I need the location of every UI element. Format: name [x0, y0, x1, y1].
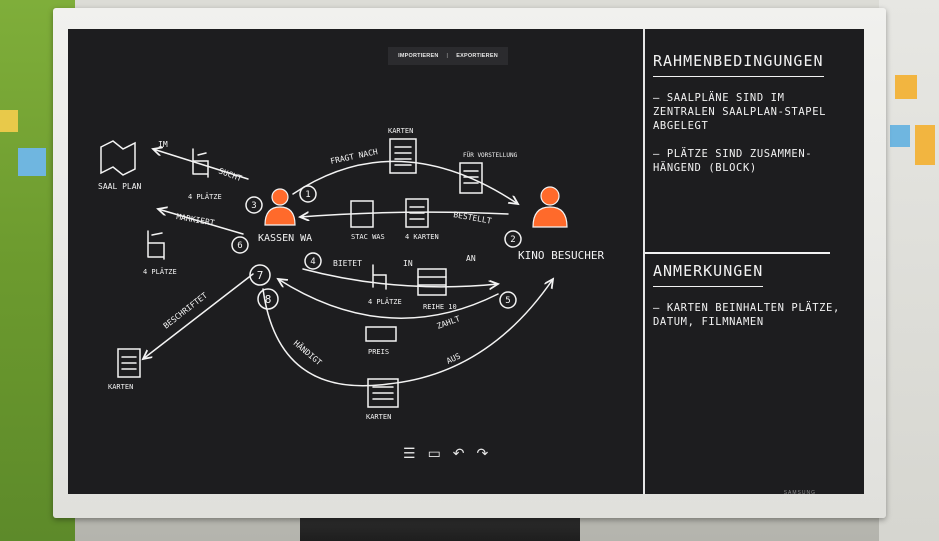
sticky-note-right-3 — [915, 125, 935, 165]
export-button[interactable]: EXPORTIEREN — [456, 53, 498, 59]
seating-plan-label: SAAL PLAN — [98, 182, 142, 191]
display-bezel: IMPORTIEREN | EXPORTIEREN — [53, 8, 886, 518]
step-8-circle — [257, 288, 279, 310]
tickets-bottom-label: KARTEN — [366, 413, 391, 421]
tickets-4-label: 4 KARTEN — [405, 233, 439, 241]
section-divider — [645, 252, 830, 254]
edge-pay-label: ZAHLT — [436, 314, 462, 331]
conditions-heading: RAHMENBEDINGUNGEN — [653, 52, 824, 77]
tickets-top-label: KARTEN — [388, 127, 413, 135]
cashier-label: KASSEN WA — [258, 233, 312, 244]
step-5-circle — [499, 291, 517, 309]
cashier-avatar — [264, 188, 296, 226]
sticky-note-yellow — [0, 110, 18, 132]
note-1: – KARTEN BEINHALTEN PLÄTZE, DATUM, FILMN… — [653, 302, 840, 328]
edge-mark-arrow — [158, 209, 244, 235]
chair-left-label: 4 PLÄTZE — [143, 267, 177, 276]
ticket-icon — [405, 198, 429, 228]
step-7-circle — [249, 264, 271, 286]
word-an: AN — [466, 254, 476, 263]
sketch-canvas[interactable]: 1 2 3 4 5 6 7 8 FRAGT NACH BESTELLT SUCH… — [68, 29, 643, 494]
row-label: REIHE 10 — [423, 303, 457, 311]
for-showing-label: FÜR VORSTELLUNG — [463, 152, 518, 159]
sticky-note-right-2 — [890, 125, 910, 147]
brand-logo: SAMSUNG — [783, 490, 816, 496]
menu-icon[interactable]: ☰ — [403, 445, 416, 461]
edge-mark-label: MARKIERT — [176, 212, 216, 228]
step-3-label: 3 — [251, 201, 256, 211]
sticky-note-right-1 — [895, 75, 917, 99]
word-in: IN — [403, 259, 413, 268]
step-4-label: 4 — [310, 257, 315, 267]
redo-icon[interactable]: ↷ — [476, 445, 489, 461]
visitor-avatar — [532, 186, 568, 228]
edge-label-label: BESCHRIFTET — [162, 291, 209, 331]
conditions-panel: RAHMENBEDINGUNGEN – SAALPLÄNE SIND IM ZE… — [653, 51, 853, 175]
chair-icon — [192, 148, 209, 178]
edge-offer-arrow — [302, 268, 498, 287]
stack-icon — [350, 200, 374, 228]
sticky-note-blue — [18, 148, 46, 176]
edge-label-arrow — [143, 273, 254, 359]
edge-pay-arrow — [278, 279, 499, 319]
chair-label: 4 PLÄTZE — [188, 192, 222, 201]
panel-divider — [643, 29, 645, 494]
seats-4-label: 4 PLÄTZE — [368, 297, 402, 306]
step-1-circle — [299, 185, 317, 203]
step-2-label: 2 — [510, 235, 515, 245]
step-8-label: 8 — [265, 293, 272, 306]
edge-search-label: SUCHT — [217, 166, 243, 183]
ticket-icon — [389, 138, 417, 174]
stack-label: STAC WAS — [351, 233, 385, 241]
step-6-label: 6 — [237, 241, 242, 251]
step-4-circle — [304, 252, 322, 270]
document-icon — [459, 162, 483, 194]
notes-panel: ANMERKUNGEN – KARTEN BEINHALTEN PLÄTZE, … — [653, 261, 853, 329]
toolbar-separator: | — [446, 53, 449, 59]
step-3-circle — [245, 196, 263, 214]
chair-icon — [147, 230, 165, 260]
edge-search-arrow — [153, 149, 249, 180]
step-2-circle — [504, 230, 522, 248]
price-label: PREIS — [368, 348, 389, 356]
row-icon — [417, 268, 447, 296]
ticket-icon — [367, 378, 399, 408]
money-icon — [365, 326, 397, 342]
condition-1: – SAALPLÄNE SIND IM ZENTRALEN SAALPLAN-S… — [653, 92, 827, 132]
page-icon[interactable]: ▭ — [427, 445, 441, 461]
notes-heading: ANMERKUNGEN — [653, 262, 764, 287]
step-7-label: 7 — [257, 269, 264, 282]
edge-hand-out-arrow — [262, 279, 553, 387]
chair-icon — [372, 264, 387, 290]
visitor-label: KINO BESUCHER — [518, 249, 604, 262]
ticket-icon — [117, 348, 141, 378]
step-6-circle — [231, 236, 249, 254]
top-toolbar: IMPORTIEREN | EXPORTIEREN — [388, 47, 508, 65]
whiteboard-screen: IMPORTIEREN | EXPORTIEREN — [68, 29, 864, 494]
edge-offer-label: BIETET — [333, 259, 362, 268]
edge-ask-arrow — [292, 160, 518, 204]
tickets-left-label: KARTEN — [108, 383, 133, 391]
undo-icon[interactable]: ↶ — [452, 445, 465, 461]
step-1-label: 1 — [305, 190, 310, 200]
bottom-toolbar: ☰ ▭ ↶ ↷ — [403, 445, 488, 462]
step-5-label: 5 — [505, 296, 510, 306]
import-button[interactable]: IMPORTIEREN — [398, 53, 439, 59]
condition-2: – PLÄTZE SIND ZUSAMMEN-HÄNGEND (BLOCK) — [653, 148, 813, 174]
word-im: IM — [158, 140, 168, 149]
map-icon — [100, 140, 136, 176]
